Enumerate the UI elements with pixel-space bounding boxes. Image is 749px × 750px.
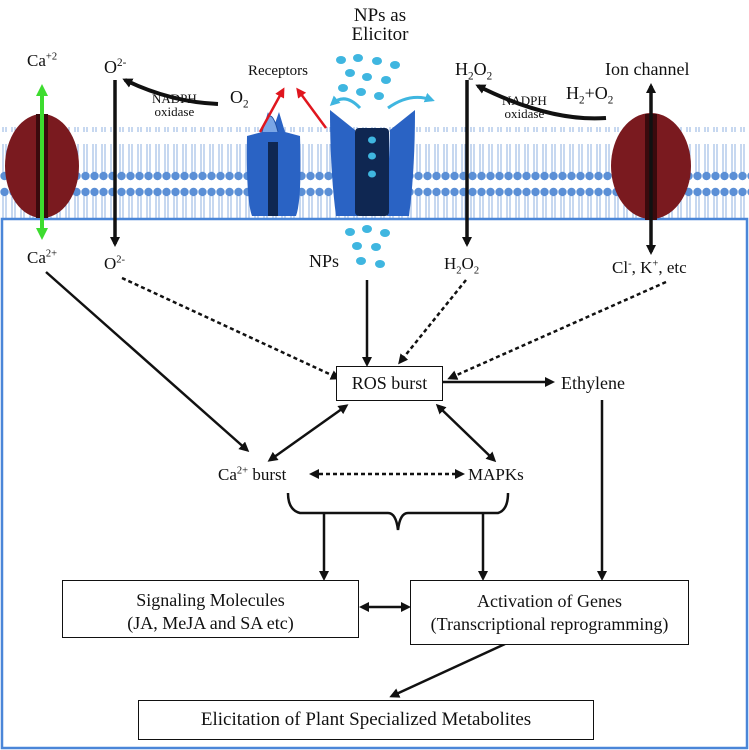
nadph-oxidase-right-label: NADPH oxidase <box>502 93 547 121</box>
np-binding-arrow-right <box>387 92 435 110</box>
np-binding-arrow-left <box>329 95 362 110</box>
receptor-arrow-right <box>296 87 328 129</box>
ion-channel-label: Ion channel <box>605 59 690 79</box>
nanoparticles-cytoplasm <box>345 225 390 268</box>
ros-mapks-link <box>435 403 497 463</box>
signaling-molecules-box: Signaling Molecules (JA, MeJA and SA etc… <box>62 580 359 638</box>
elicitation-box: Elicitation of Plant Specialized Metabol… <box>138 700 594 740</box>
receptors-label: Receptors <box>248 63 308 79</box>
calcium-burst-label: Ca2+ burst <box>218 465 287 484</box>
mapks-label: MAPKs <box>468 465 524 484</box>
h2o2-to-ros <box>398 279 467 365</box>
genes-to-elicitation <box>389 642 506 698</box>
calcium-top-label: Ca+2 <box>27 51 58 70</box>
ethylene-label: Ethylene <box>561 373 625 393</box>
ions-label: Cl-, K+, etc <box>612 258 687 277</box>
receptor-right <box>330 110 415 216</box>
activation-of-genes-box: Activation of Genes (Transcriptional rep… <box>410 580 689 645</box>
nanoparticles-top <box>336 54 400 100</box>
receptor-left <box>246 112 301 216</box>
nadph-right-curve <box>475 84 607 121</box>
reactant-label: H2+O2 <box>566 83 614 107</box>
ros-ca-burst-link <box>267 404 349 462</box>
nadph-left-curve <box>122 78 219 106</box>
ca-to-ca-burst <box>45 271 250 452</box>
calcium-bottom-label: Ca2+ <box>27 248 58 267</box>
superoxide-top-label: O2- <box>104 57 127 77</box>
o2minus-to-ros <box>121 276 341 380</box>
ros-burst-box: ROS burst <box>336 366 443 401</box>
cell-boundary <box>0 217 749 750</box>
oxygen-label: O2 <box>230 87 249 111</box>
ions-to-ros <box>447 280 667 380</box>
nps-elicitor-label: NPs as Elicitor <box>351 5 409 45</box>
convergence-brace <box>286 492 510 531</box>
hydrogen-peroxide-bottom-label: H2O2 <box>444 254 480 277</box>
nanoparticles-in-channel <box>368 136 376 178</box>
nadph-oxidase-left-label: NADPH oxidase <box>152 91 197 119</box>
nps-label: NPs <box>309 251 340 271</box>
receptor-arrow-left <box>258 87 285 133</box>
superoxide-bottom-label: O2- <box>104 254 126 273</box>
hydrogen-peroxide-top-label: H2O2 <box>455 59 493 83</box>
